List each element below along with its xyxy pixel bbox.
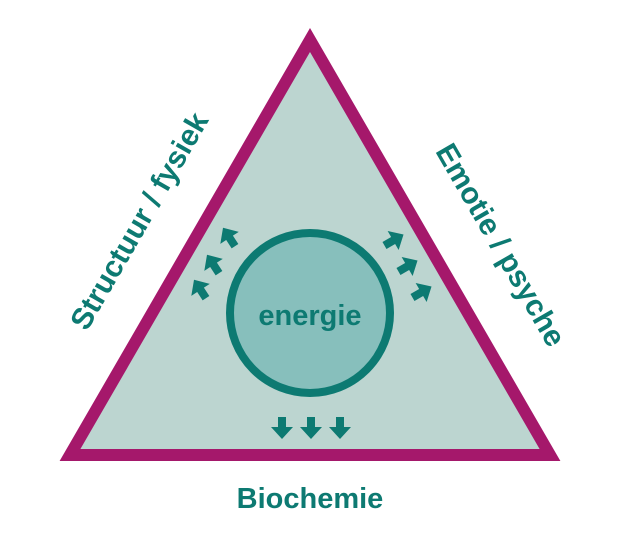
arrow-group-down	[271, 417, 351, 439]
center-label: energie	[258, 300, 361, 332]
energy-circle	[226, 229, 394, 397]
bottom-label: Biochemie	[237, 483, 384, 515]
